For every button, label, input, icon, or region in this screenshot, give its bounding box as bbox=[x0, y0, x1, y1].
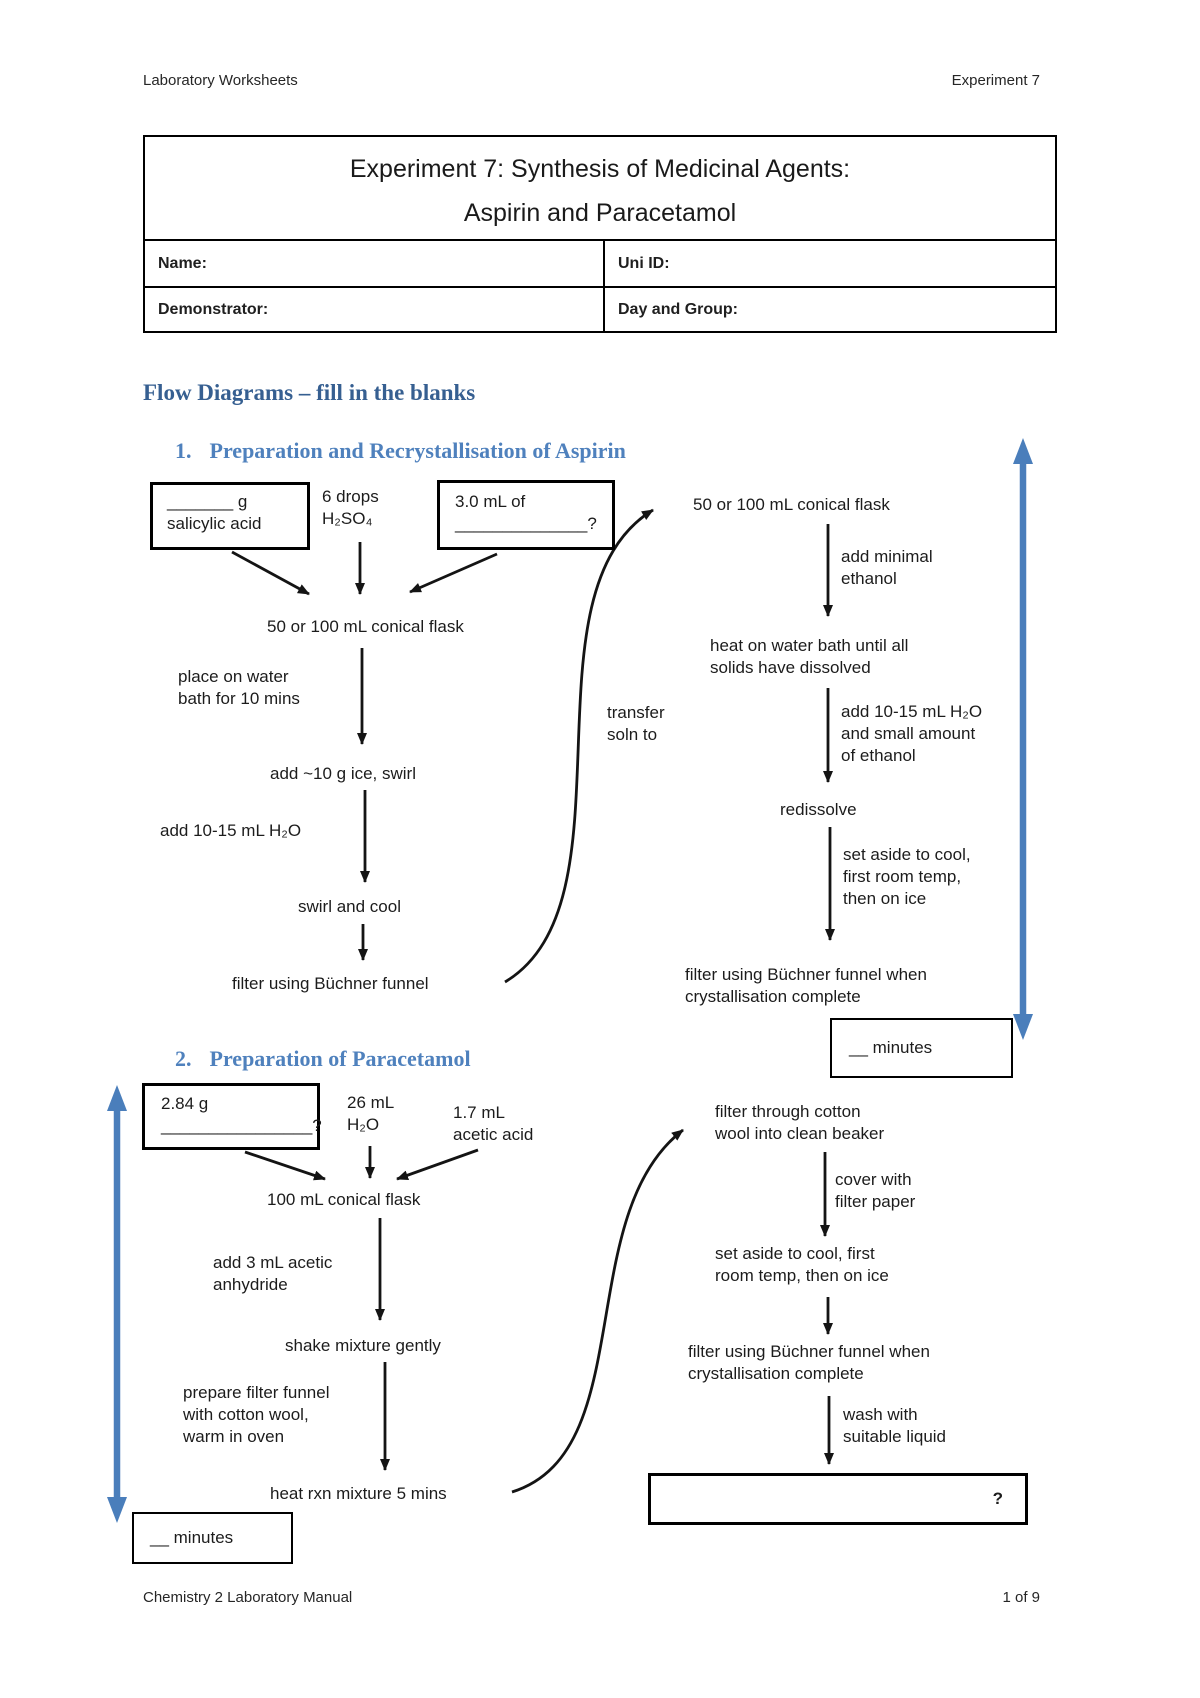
salicylic-acid-blank-box[interactable]: _______ g salicylic acid bbox=[150, 482, 310, 550]
filter-curved-arrow bbox=[511, 1128, 684, 1494]
arrow-label-water-bath: place on water bath for 10 mins bbox=[178, 667, 300, 708]
transfer-curved-arrow bbox=[504, 508, 654, 984]
uni-id-field[interactable]: Uni ID: bbox=[618, 254, 670, 272]
flow-node-filter-buchner: filter using Büchner funnel bbox=[232, 974, 429, 993]
page-header-left: Laboratory Worksheets bbox=[143, 72, 298, 89]
experiment-title-line2: Aspirin and Paracetamol bbox=[463, 199, 737, 227]
name-field[interactable]: Name: bbox=[145, 241, 605, 286]
arrow-label-acetic-anhydride: add 3 mL acetic anhydride bbox=[213, 1253, 333, 1294]
arrow-label-cover-filter-paper: cover with filter paper bbox=[835, 1170, 916, 1211]
section2-heading: 2. Preparation of Paracetamol bbox=[175, 1046, 471, 1072]
flow-node-heat-rxn: heat rxn mixture 5 mins bbox=[270, 1484, 447, 1503]
flow-node-redissolve: redissolve bbox=[780, 800, 857, 819]
section1-number: 1. bbox=[175, 438, 192, 463]
salicylic-acid-blank-text: _______ g salicylic acid bbox=[167, 492, 262, 533]
main-heading: Flow Diagrams – fill in the blanks bbox=[143, 380, 476, 405]
experiment-title-line1: Experiment 7: Synthesis of Medicinal Age… bbox=[349, 155, 851, 183]
arrow-label-prepare-funnel: prepare filter funnel with cotton wool, … bbox=[183, 1383, 330, 1446]
flow-node-conical-flask-left: 50 or 100 mL conical flask bbox=[267, 617, 464, 636]
diagram2-arrows bbox=[244, 1128, 834, 1494]
flow-node-conical-flask-right: 50 or 100 mL conical flask bbox=[693, 495, 890, 514]
table-row: Name: Uni ID: bbox=[145, 241, 1055, 286]
flow-node-set-aside-2: set aside to cool, first room temp, then… bbox=[715, 1244, 889, 1285]
flow-node-swirl-cool: swirl and cool bbox=[298, 897, 401, 916]
flow-node-filter-crystallisation-2: filter using Büchner funnel when crystal… bbox=[688, 1342, 930, 1383]
table-row: Demonstrator: Day and Group: bbox=[145, 286, 1055, 331]
acetic-acid-reagent-label: 1.7 mL acetic acid bbox=[453, 1103, 534, 1144]
minutes-blank-text-2: __ minutes bbox=[150, 1528, 234, 1547]
section2-number: 2. bbox=[175, 1046, 192, 1071]
final-product-blank-box[interactable]: ? bbox=[648, 1473, 1028, 1525]
experiment-info-table: Experiment 7: Synthesis of Medicinal Age… bbox=[143, 135, 1057, 333]
diagram2-duration-arrow bbox=[107, 1085, 127, 1523]
arrow-label-wash-liquid: wash with suitable liquid bbox=[843, 1405, 947, 1446]
day-group-field[interactable]: Day and Group: bbox=[618, 300, 739, 318]
liquid-blank-text: 3.0 mL of ______________? bbox=[455, 492, 597, 533]
paracetamol-mass-blank-box[interactable]: 2.84 g ________________? bbox=[142, 1083, 322, 1150]
section1-title: Preparation and Recrystallisation of Asp… bbox=[209, 438, 626, 463]
flow-node-filter-cotton: filter through cotton wool into clean be… bbox=[715, 1102, 885, 1143]
arrow-label-add-ethanol: add minimal ethanol bbox=[841, 547, 933, 588]
minutes-blank-box-2[interactable]: __ minutes bbox=[132, 1512, 293, 1564]
final-product-question-mark: ? bbox=[992, 1489, 1003, 1508]
arrow-label-set-aside: set aside to cool, first room temp, then… bbox=[843, 845, 971, 908]
diagram1-arrows bbox=[231, 508, 835, 984]
liquid-blank-box[interactable]: 3.0 mL of ______________? bbox=[437, 480, 615, 550]
h2so4-reagent-label: 6 drops H₂SO₄ bbox=[322, 487, 379, 528]
section2-title: Preparation of Paracetamol bbox=[209, 1046, 471, 1071]
arrow-label-add-water: add 10-15 mL H₂O bbox=[160, 821, 302, 840]
minutes-blank-text-1: __ minutes bbox=[849, 1038, 933, 1057]
flow-node-heat-water-bath: heat on water bath until all solids have… bbox=[710, 636, 909, 677]
flow-node-100ml-flask: 100 mL conical flask bbox=[267, 1190, 421, 1209]
flow-node-filter-crystallisation-1: filter using Büchner funnel when crystal… bbox=[685, 965, 927, 1006]
page-header-right: Experiment 7 bbox=[951, 72, 1040, 89]
page-footer-right: 1 of 9 bbox=[1002, 1589, 1040, 1606]
paracetamol-mass-blank-text: 2.84 g ________________? bbox=[161, 1094, 322, 1135]
demonstrator-field[interactable]: Demonstrator: bbox=[145, 288, 605, 331]
flow-node-shake-mixture: shake mixture gently bbox=[285, 1336, 441, 1355]
arrow-label-transfer-soln: transfer soln to bbox=[607, 703, 665, 744]
flow-node-add-ice: add ~10 g ice, swirl bbox=[270, 764, 416, 783]
arrow-label-add-water-ethanol: add 10-15 mL H₂O and small amount of eth… bbox=[841, 702, 983, 765]
experiment-title: Experiment 7: Synthesis of Medicinal Age… bbox=[145, 137, 1055, 241]
water-reagent-label: 26 mL H₂O bbox=[347, 1093, 395, 1134]
page-footer-left: Chemistry 2 Laboratory Manual bbox=[143, 1589, 353, 1606]
minutes-blank-box-1[interactable]: __ minutes bbox=[830, 1018, 1013, 1078]
diagram1-duration-arrow bbox=[1013, 438, 1033, 1040]
section1-heading: 1. Preparation and Recrystallisation of … bbox=[175, 438, 626, 464]
